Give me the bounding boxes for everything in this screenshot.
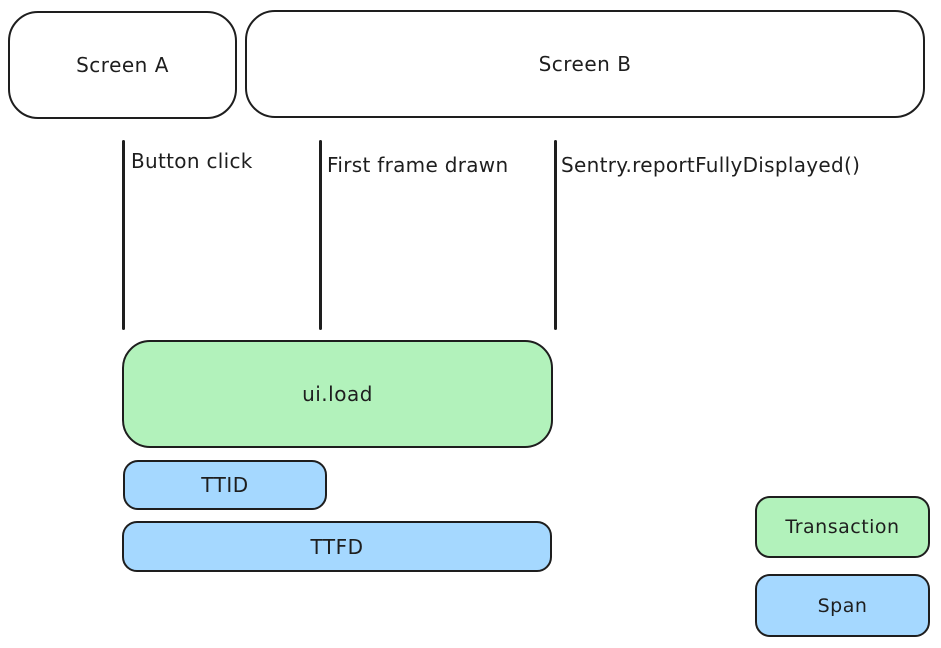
- event-line-report-fully-displayed: [554, 140, 557, 330]
- event-line-first-frame-drawn: [319, 140, 322, 330]
- legend-span: Span: [755, 574, 930, 637]
- event-line-button-click: [122, 140, 125, 330]
- ui-load-transaction-bar: ui.load: [122, 340, 553, 448]
- ttid-span-bar: TTID: [123, 460, 327, 510]
- ttfd-span-bar: TTFD: [122, 521, 552, 572]
- screen-a-label: Screen A: [76, 53, 169, 77]
- ttfd-label: TTFD: [310, 534, 364, 559]
- screen-a-box: Screen A: [8, 11, 237, 119]
- legend-span-label: Span: [817, 594, 868, 617]
- screen-b-label: Screen B: [538, 52, 632, 76]
- legend-transaction: Transaction: [755, 496, 930, 558]
- ui-load-label: ui.load: [302, 382, 373, 406]
- legend-transaction-label: Transaction: [785, 516, 900, 538]
- event-label-first-frame-drawn: First frame drawn: [327, 153, 509, 177]
- event-label-button-click: Button click: [131, 149, 253, 173]
- event-label-report-fully-displayed: Sentry.reportFullyDisplayed(): [561, 153, 861, 177]
- screen-b-box: Screen B: [245, 10, 925, 118]
- ttid-label: TTID: [201, 473, 249, 497]
